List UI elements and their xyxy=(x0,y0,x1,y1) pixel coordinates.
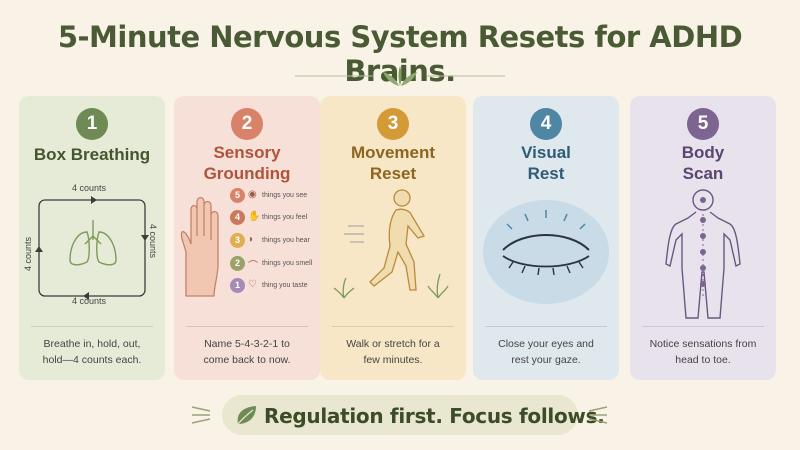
sense-text: things you feel xyxy=(262,214,308,221)
sense-number: 5 xyxy=(230,188,245,203)
card-body-scan: 5 Body Scan Notice sensations from head … xyxy=(630,96,776,380)
step-number: 2 xyxy=(231,108,263,140)
card-sensory-grounding: 2 Sensory Grounding 5 ◉ things you see 4… xyxy=(174,96,320,380)
card-box-breathing: 1 Box Breathing 4 counts 4 counts 4 coun… xyxy=(19,96,165,380)
breathing-box-diagram xyxy=(35,196,149,300)
hand-icon: ✋ xyxy=(248,211,261,222)
card-description: Name 5-4-3-2-1 to come back to now. xyxy=(182,336,312,368)
card-title-line: Box Breathing xyxy=(33,145,151,164)
card-title-line: Grounding xyxy=(203,164,291,183)
card-description-line: Name 5-4-3-2-1 to xyxy=(204,338,290,350)
walking-person-icon xyxy=(333,189,449,299)
step-number: 1 xyxy=(76,108,108,140)
ear-icon: ◗ xyxy=(248,234,255,245)
dash-decoration-right xyxy=(588,406,608,424)
card-title-line: Body xyxy=(681,143,725,162)
card-description: Walk or stretch for a few minutes. xyxy=(328,336,458,368)
card-title-line: Movement xyxy=(350,143,436,162)
card-title-line: Sensory xyxy=(213,143,281,162)
count-label-right: 4 counts xyxy=(148,224,158,259)
heart-icon: ♡ xyxy=(248,279,257,290)
card-title-line: Visual xyxy=(521,143,571,162)
sense-text: things you smell xyxy=(262,260,313,267)
count-label-left: 4 counts xyxy=(23,236,33,271)
step-number: 5 xyxy=(687,108,719,140)
banner: Regulation first. Focus follows. xyxy=(222,395,605,435)
card-title-line: Reset xyxy=(369,164,417,183)
banner-text: Regulation first. Focus follows. xyxy=(264,404,605,428)
eye-icon: ◉ xyxy=(248,189,257,200)
card-title-line: Scan xyxy=(682,164,724,183)
sense-text: things you hear xyxy=(262,237,310,244)
card-movement-reset: 3 Movement Reset Walk or stretch for a f… xyxy=(320,96,466,380)
card-description-line: head to toe. xyxy=(675,354,731,366)
sense-text: thing you taste xyxy=(262,282,308,289)
sense-number: 1 xyxy=(230,278,245,293)
card-description-line: Walk or stretch for a xyxy=(346,338,440,350)
card-divider xyxy=(332,326,454,327)
card-description-line: Breathe in, hold, out, xyxy=(43,338,141,350)
card-title: Visual Rest xyxy=(473,142,619,184)
card-title: Movement Reset xyxy=(320,142,466,184)
card-divider xyxy=(642,326,764,327)
nose-icon: ⌒ xyxy=(248,261,258,272)
count-label-top: 4 counts xyxy=(72,183,107,193)
card-description: Breathe in, hold, out, hold—4 counts eac… xyxy=(27,336,157,368)
leaf-icon xyxy=(237,406,256,425)
body-outline-icon xyxy=(665,189,741,319)
card-description: Notice sensations from head to toe. xyxy=(638,336,768,368)
card-description-line: few minutes. xyxy=(363,354,423,366)
closed-eye-icon xyxy=(483,200,609,304)
step-number: 4 xyxy=(530,108,562,140)
hand-icon xyxy=(180,196,219,297)
sense-text: things you see xyxy=(262,192,308,199)
card-title: Box Breathing xyxy=(19,144,165,165)
card-divider xyxy=(186,326,308,327)
card-description-line: hold—4 counts each. xyxy=(42,354,142,366)
sense-number: 4 xyxy=(230,210,245,225)
count-label-bottom: 4 counts xyxy=(72,296,107,306)
leaf-sprig-icon xyxy=(295,66,505,86)
sense-number: 2 xyxy=(230,256,245,271)
card-description-line: rest your gaze. xyxy=(511,354,581,366)
card-visual-rest: 4 Visual Rest Close your eyes and rest y… xyxy=(473,96,619,380)
card-description-line: come back to now. xyxy=(203,354,291,366)
step-number: 3 xyxy=(377,108,409,140)
card-divider xyxy=(31,326,153,327)
card-divider xyxy=(485,326,607,327)
card-description: Close your eyes and rest your gaze. xyxy=(481,336,611,368)
card-title: Sensory Grounding xyxy=(174,142,320,184)
lungs-icon xyxy=(69,220,117,266)
sense-number: 3 xyxy=(230,233,245,248)
card-description-line: Notice sensations from xyxy=(649,338,757,350)
card-description-line: Close your eyes and xyxy=(498,338,594,350)
dash-decoration-left xyxy=(191,406,211,424)
card-title-line: Rest xyxy=(527,164,565,183)
card-title: Body Scan xyxy=(630,142,776,184)
